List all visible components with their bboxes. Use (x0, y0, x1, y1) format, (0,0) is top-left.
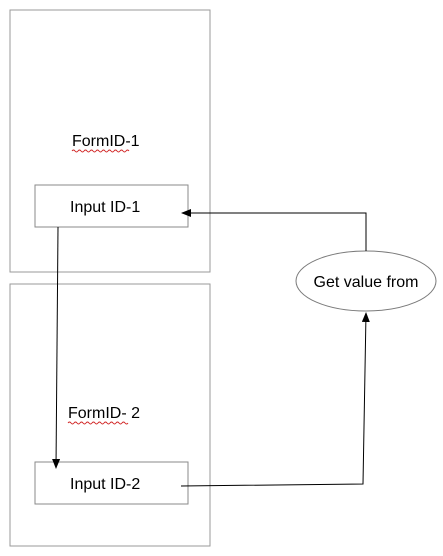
arrow-process-to-input1 (181, 209, 367, 251)
form-1-label: FormID-1 (72, 133, 140, 150)
form-1-spellcheck-underline (71, 149, 130, 153)
input-1-box (34, 184, 189, 228)
input-2-label: Input ID-2 (70, 476, 140, 493)
arrow-input1-to-input2 (52, 226, 61, 469)
form-2-spellcheck-underline (67, 421, 129, 425)
input-2-box (34, 461, 189, 505)
get-value-label: Get value from (314, 274, 419, 291)
input-1-label: Input ID-1 (70, 199, 140, 216)
form-2-label: FormID- 2 (68, 405, 140, 422)
form-1-box (9, 9, 211, 273)
arrow-input2-to-process (180, 312, 370, 487)
